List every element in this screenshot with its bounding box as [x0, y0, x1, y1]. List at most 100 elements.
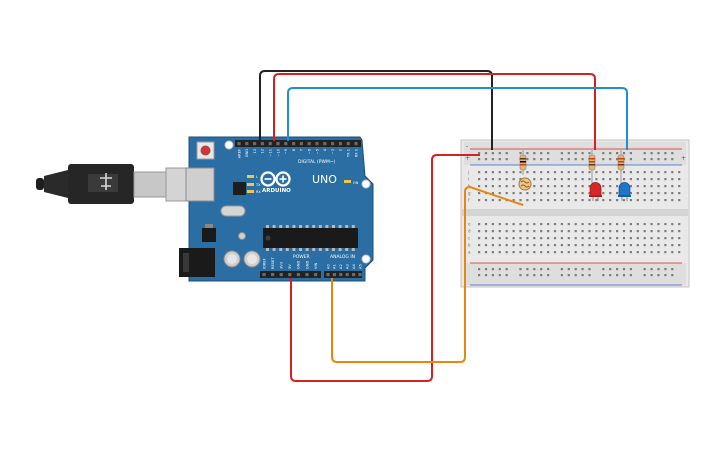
breadboard-hole[interactable]	[678, 185, 681, 188]
rail-hole[interactable]	[616, 158, 619, 161]
breadboard-hole[interactable]	[622, 237, 626, 240]
rail-hole[interactable]	[560, 158, 563, 161]
rail-hole[interactable]	[664, 152, 667, 155]
breadboard-hole[interactable]	[478, 244, 481, 247]
rail-hole[interactable]	[491, 274, 494, 277]
breadboard-hole[interactable]	[657, 192, 660, 195]
breadboard-hole[interactable]	[491, 199, 494, 202]
breadboard-hole[interactable]	[643, 171, 646, 174]
breadboard-hole[interactable]	[540, 237, 543, 240]
breadboard-hole[interactable]	[519, 178, 522, 181]
breadboard-hole[interactable]	[560, 199, 563, 202]
rail-hole[interactable]	[560, 274, 563, 277]
breadboard-hole[interactable]	[526, 223, 529, 226]
breadboard-hole[interactable]	[540, 178, 543, 181]
header-pin[interactable]	[307, 142, 311, 146]
breadboard-hole[interactable]	[602, 199, 605, 202]
breadboard-hole[interactable]	[643, 223, 646, 226]
breadboard-hole[interactable]	[533, 223, 536, 226]
breadboard-hole[interactable]	[581, 199, 584, 202]
rail-hole[interactable]	[671, 268, 674, 271]
breadboard-hole[interactable]	[574, 171, 577, 174]
breadboard-hole[interactable]	[650, 223, 653, 226]
rail-hole[interactable]	[519, 152, 522, 155]
breadboard-hole[interactable]	[526, 230, 529, 233]
breadboard-hole[interactable]	[574, 237, 577, 240]
rail-hole[interactable]	[616, 274, 619, 277]
rail-hole[interactable]	[567, 268, 570, 271]
breadboard-hole[interactable]	[498, 178, 501, 181]
breadboard-hole[interactable]	[560, 192, 563, 195]
breadboard-hole[interactable]	[540, 185, 543, 188]
breadboard-hole[interactable]	[540, 192, 543, 195]
breadboard-hole[interactable]	[484, 199, 488, 202]
breadboard-hole[interactable]	[671, 223, 674, 226]
breadboard-hole[interactable]	[560, 251, 563, 254]
breadboard-hole[interactable]	[547, 223, 550, 226]
breadboard-hole[interactable]	[678, 192, 681, 195]
header-pin[interactable]	[314, 273, 318, 277]
breadboard-hole[interactable]	[595, 199, 598, 202]
breadboard-hole[interactable]	[595, 223, 598, 226]
breadboard-hole[interactable]	[547, 251, 550, 254]
breadboard-hole[interactable]	[588, 192, 591, 195]
rail-hole[interactable]	[650, 152, 653, 155]
breadboard-hole[interactable]	[657, 230, 660, 233]
breadboard-hole[interactable]	[629, 178, 632, 181]
breadboard-hole[interactable]	[643, 230, 646, 233]
breadboard-hole[interactable]	[581, 237, 584, 240]
breadboard-hole[interactable]	[498, 192, 501, 195]
breadboard-hole[interactable]	[650, 244, 653, 247]
breadboard-hole[interactable]	[636, 237, 639, 240]
breadboard-hole[interactable]	[595, 171, 598, 174]
breadboard-hole[interactable]	[505, 237, 508, 240]
breadboard-hole[interactable]	[498, 244, 501, 247]
breadboard-hole[interactable]	[671, 178, 674, 181]
breadboard-hole[interactable]	[478, 199, 481, 202]
header-pin[interactable]	[284, 142, 288, 146]
breadboard-hole[interactable]	[498, 237, 501, 240]
rail-hole[interactable]	[567, 158, 570, 161]
rail-hole[interactable]	[581, 152, 584, 155]
rail-hole[interactable]	[547, 268, 550, 271]
breadboard-hole[interactable]	[547, 237, 550, 240]
breadboard-hole[interactable]	[671, 185, 674, 188]
header-pin[interactable]	[245, 142, 249, 146]
header-pin[interactable]	[354, 142, 358, 146]
breadboard-hole[interactable]	[657, 171, 660, 174]
rail-hole[interactable]	[574, 152, 577, 155]
breadboard-hole[interactable]	[650, 251, 653, 254]
breadboard-hole[interactable]	[574, 178, 577, 181]
breadboard-hole[interactable]	[664, 223, 667, 226]
rail-hole[interactable]	[609, 158, 612, 161]
rail-hole[interactable]	[478, 268, 481, 271]
breadboard-hole[interactable]	[678, 171, 681, 174]
breadboard-hole[interactable]	[519, 199, 522, 202]
rail-hole[interactable]	[602, 152, 605, 155]
breadboard-hole[interactable]	[533, 171, 536, 174]
breadboard-hole[interactable]	[574, 223, 577, 226]
breadboard-hole[interactable]	[636, 230, 639, 233]
breadboard-hole[interactable]	[678, 230, 681, 233]
rail-hole[interactable]	[491, 152, 494, 155]
breadboard-hole[interactable]	[588, 185, 591, 188]
rail-hole[interactable]	[622, 274, 626, 277]
breadboard-hole[interactable]	[519, 230, 522, 233]
rail-hole[interactable]	[643, 152, 646, 155]
rail-hole[interactable]	[498, 158, 501, 161]
header-pin[interactable]	[279, 273, 283, 277]
breadboard-hole[interactable]	[526, 192, 529, 195]
rail-hole[interactable]	[609, 152, 612, 155]
breadboard-hole[interactable]	[678, 251, 681, 254]
rail-hole[interactable]	[526, 152, 529, 155]
breadboard-hole[interactable]	[505, 251, 508, 254]
breadboard-hole[interactable]	[560, 230, 563, 233]
header-pin[interactable]	[276, 142, 280, 146]
breadboard-hole[interactable]	[581, 192, 584, 195]
breadboard-hole[interactable]	[602, 244, 605, 247]
rail-hole[interactable]	[540, 152, 543, 155]
breadboard-hole[interactable]	[560, 244, 563, 247]
red-led[interactable]	[589, 182, 602, 201]
breadboard-hole[interactable]	[519, 244, 522, 247]
breadboard-hole[interactable]	[505, 171, 508, 174]
